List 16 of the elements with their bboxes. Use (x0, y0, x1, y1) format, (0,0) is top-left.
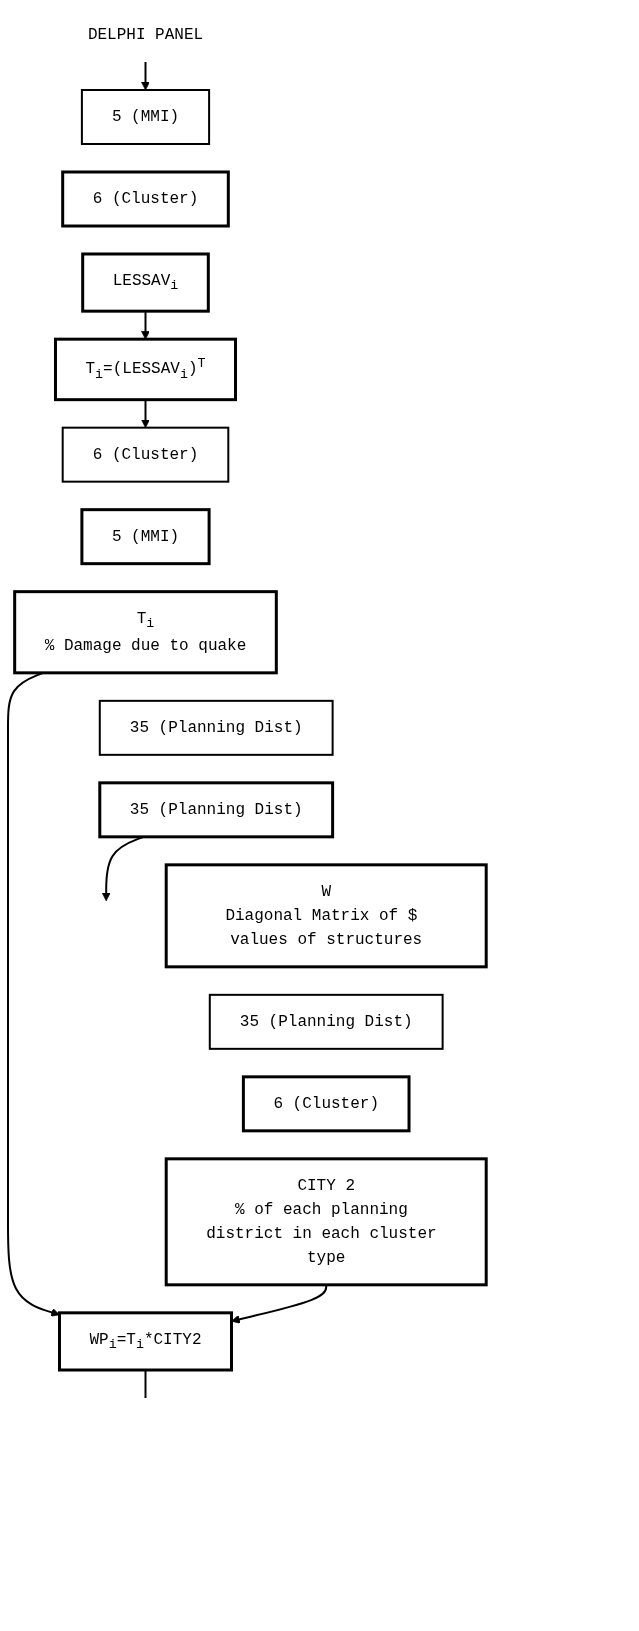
node-box: T$_{i}$ % Damage due to quake (13, 590, 278, 675)
node-box: WP$_{i}$=T$_{i}$*CITY2 (58, 1311, 233, 1372)
node-box: T$_{i}$=(LESSAV$_{i}$)$^{T}$ (54, 337, 237, 402)
node-box: 6 (Cluster) (241, 1075, 411, 1133)
node-box: 6 (Cluster) (61, 170, 230, 228)
node-box: 5 (MMI) (80, 508, 211, 566)
node-box: W Diagonal Matrix of $ values of structures (164, 863, 488, 969)
node-box: 5 (MMI) (80, 89, 211, 145)
node-box: LESSAV$_{i}$ (81, 252, 210, 313)
node-box: 6 (Cluster) (61, 426, 230, 483)
arrow (141, 61, 150, 91)
node-box: CITY 2 % of each planning district in each cluster type (164, 1157, 488, 1287)
node-text: DELPHI PANEL (87, 26, 204, 44)
node-box: 35 (Planning Dist) (208, 993, 444, 1050)
node-box: 35 (Planning Dist) (98, 699, 334, 756)
node-box: 35 (Planning Dist) (98, 781, 335, 839)
